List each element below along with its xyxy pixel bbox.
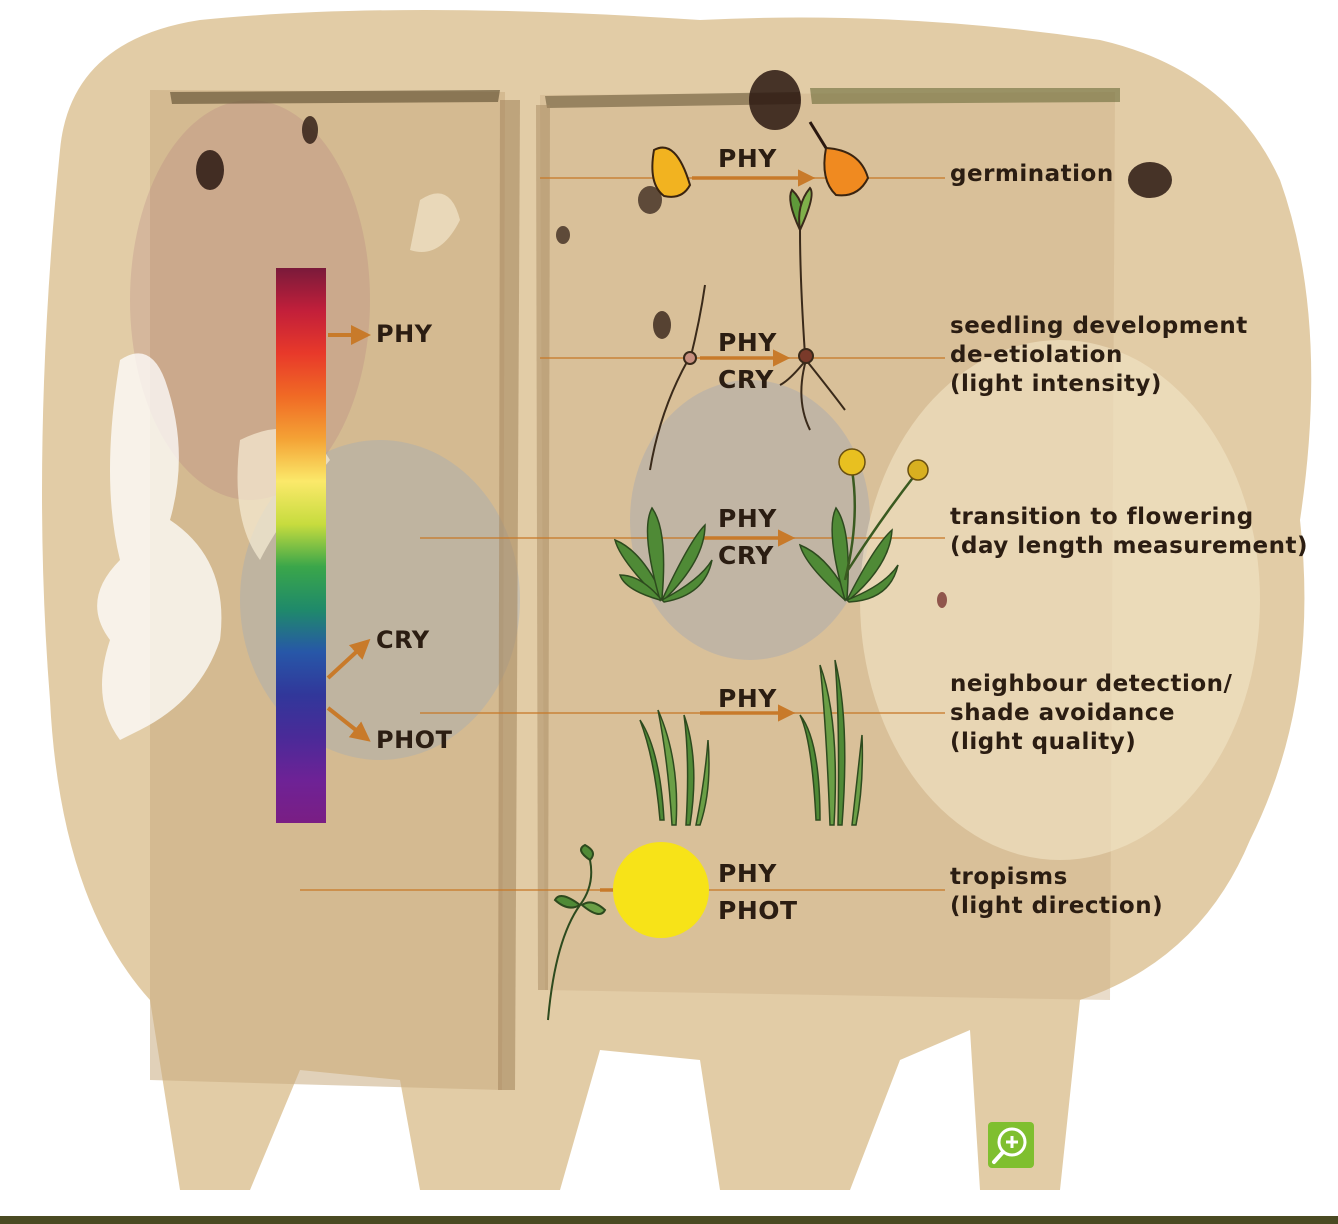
function-line: (light direction)	[950, 893, 1163, 919]
function-line: tropisms	[950, 864, 1068, 890]
photoreceptor-label: PHY	[718, 144, 777, 173]
row-4-photoreceptors: PHY	[718, 680, 777, 717]
function-line: shade avoidance	[950, 700, 1175, 726]
row-5-photoreceptors: PHY PHOT	[718, 855, 798, 929]
function-line: neighbour detection/	[950, 671, 1232, 697]
row-1-photoreceptors: PHY	[718, 140, 777, 177]
function-line: (light quality)	[950, 729, 1136, 755]
photoreceptor-label: CRY	[718, 365, 774, 394]
photoreceptor-label: PHY	[718, 859, 777, 888]
spectrum-label-phy: PHY	[376, 320, 433, 348]
footer-bar	[0, 1216, 1338, 1224]
row-2-photoreceptors: PHY CRY	[718, 324, 777, 398]
spectrum-label-phot: PHOT	[376, 726, 452, 754]
row-3-photoreceptors: PHY CRY	[718, 500, 777, 574]
function-line: (light intensity)	[950, 371, 1162, 397]
function-line: (day length measurement)	[950, 533, 1308, 559]
photoreceptor-label: PHY	[718, 328, 777, 357]
photoreceptor-label: PHY	[718, 504, 777, 533]
light-spectrum-bar	[276, 268, 326, 823]
photoreceptor-label: CRY	[718, 541, 774, 570]
row-1-function: germination	[950, 160, 1114, 189]
function-line: seedling development	[950, 313, 1248, 339]
function-line: germination	[950, 161, 1114, 187]
photoreceptor-label: PHY	[718, 684, 777, 713]
function-line: de-etiolation	[950, 342, 1123, 368]
row-4-function: neighbour detection/ shade avoidance (li…	[950, 670, 1232, 757]
row-3-function: transition to flowering (day length meas…	[950, 503, 1308, 561]
zoom-button[interactable]	[988, 1122, 1034, 1168]
row-2-function: seedling development de-etiolation (ligh…	[950, 312, 1248, 399]
spectrum-label-cry: CRY	[376, 626, 430, 654]
photoreceptor-label: PHOT	[718, 896, 798, 925]
function-line: transition to flowering	[950, 504, 1254, 530]
row-5-function: tropisms (light direction)	[950, 863, 1163, 921]
sun-icon	[613, 842, 709, 938]
zoom-in-icon	[988, 1122, 1034, 1168]
